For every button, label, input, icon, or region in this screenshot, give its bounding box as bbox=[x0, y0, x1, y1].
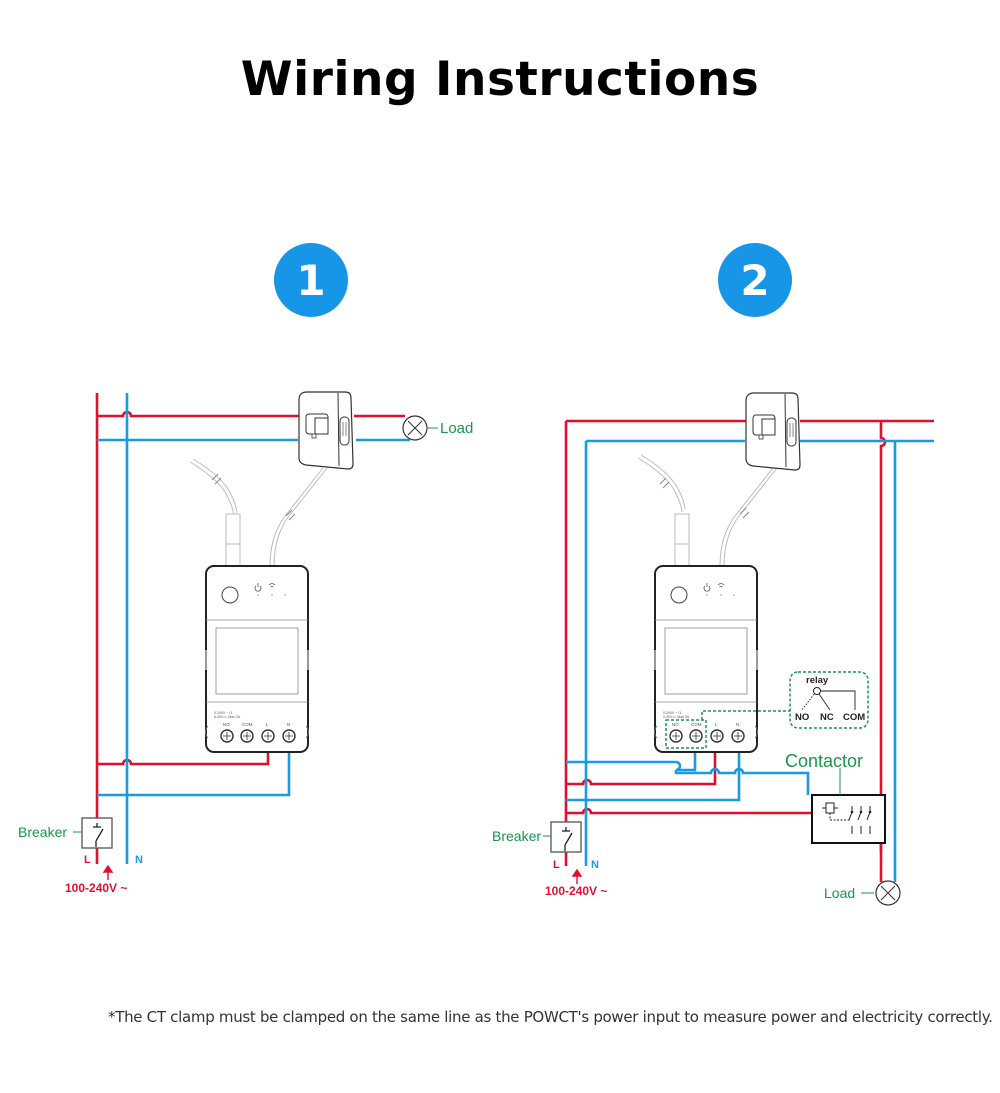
voltage-label: 100-240V ~ bbox=[65, 881, 127, 895]
powct-device-icon bbox=[653, 565, 759, 753]
live-label: L bbox=[553, 859, 560, 871]
relay-no-label: NO bbox=[795, 712, 809, 723]
device-cables bbox=[189, 458, 328, 567]
breaker-label: Breaker bbox=[492, 828, 541, 844]
device-cables bbox=[637, 454, 778, 567]
powct-device-icon bbox=[204, 565, 310, 753]
load-label: Load bbox=[824, 885, 855, 901]
relay-nc-label: NC bbox=[820, 712, 834, 723]
load-lamp-icon bbox=[402, 415, 428, 441]
page-title: Wiring Instructions bbox=[240, 52, 760, 107]
ct-clamp-icon bbox=[298, 391, 354, 470]
arrow-up-icon bbox=[571, 868, 583, 884]
step-badge-2: 2 bbox=[718, 243, 792, 317]
diagram-2: relay NO NC COM Contactor Load Breaker L… bbox=[492, 392, 934, 906]
voltage-label: 100-240V ~ bbox=[545, 884, 607, 898]
breaker-icon bbox=[81, 817, 113, 849]
contactor-label: Contactor bbox=[785, 751, 863, 771]
diagram-1: Load Breaker L N 100-240V ~ bbox=[18, 391, 473, 895]
relay-label: relay bbox=[806, 675, 829, 686]
live-label: L bbox=[84, 854, 91, 866]
relay-box: relay NO NC COM bbox=[665, 671, 869, 749]
ct-clamp-icon bbox=[745, 392, 801, 471]
breaker-icon bbox=[550, 821, 582, 853]
neutral-label: N bbox=[135, 854, 143, 866]
load-label: Load bbox=[440, 420, 473, 437]
neutral-wires bbox=[97, 393, 410, 864]
neutral-wires bbox=[566, 439, 934, 882]
neutral-label: N bbox=[591, 859, 599, 871]
footnote: *The CT clamp must be clamped on the sam… bbox=[108, 1008, 993, 1026]
step-badge-1: 1 bbox=[274, 243, 348, 317]
relay-com-label: COM bbox=[843, 712, 865, 723]
arrow-up-icon bbox=[102, 864, 114, 880]
breaker-label: Breaker bbox=[18, 824, 67, 840]
load-lamp-icon bbox=[875, 880, 901, 906]
contactor-icon bbox=[811, 794, 886, 844]
